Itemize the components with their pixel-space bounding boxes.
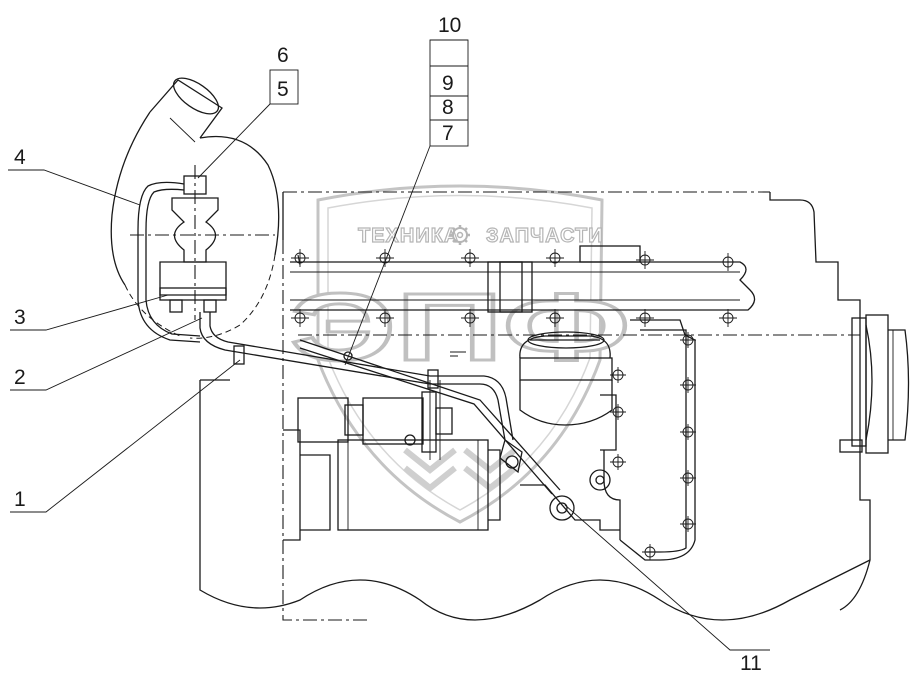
watermark-shield (316, 184, 604, 524)
callout-6: 6 (277, 44, 289, 67)
callout-11: 11 (740, 652, 762, 675)
callout-10: 10 (438, 14, 461, 37)
exhaust-manifold (290, 245, 756, 327)
callout-3: 3 (14, 306, 26, 329)
callout-1: 1 (14, 488, 26, 511)
callout-2: 2 (14, 366, 26, 389)
manifold-studs-top (291, 249, 737, 271)
starter-motor (297, 380, 501, 531)
callout-7: 7 (442, 122, 454, 145)
watermark-right-word: ЗАПЧАСТИ (486, 225, 604, 247)
gear-icon (450, 225, 470, 245)
turbocharger (110, 77, 280, 343)
drain-line (299, 339, 620, 531)
watermark-left-word: ТЕХНИКА (358, 225, 459, 247)
oil-filter (519, 331, 626, 540)
callout-8: 8 (442, 96, 454, 119)
leader-lines (8, 39, 770, 651)
manifold-studs-bottom (291, 309, 737, 327)
callout-4: 4 (14, 146, 26, 169)
callouts: 1 2 3 4 5 6 7 8 9 10 11 (14, 14, 762, 675)
side-cover (619, 319, 696, 561)
engine-block (199, 191, 871, 621)
callout-9: 9 (442, 72, 454, 95)
crankshaft-pulley (839, 314, 910, 454)
callout-5: 5 (277, 78, 289, 101)
watermark-chevrons (403, 447, 517, 492)
watermark-monogram: ЭПФ (290, 274, 630, 381)
